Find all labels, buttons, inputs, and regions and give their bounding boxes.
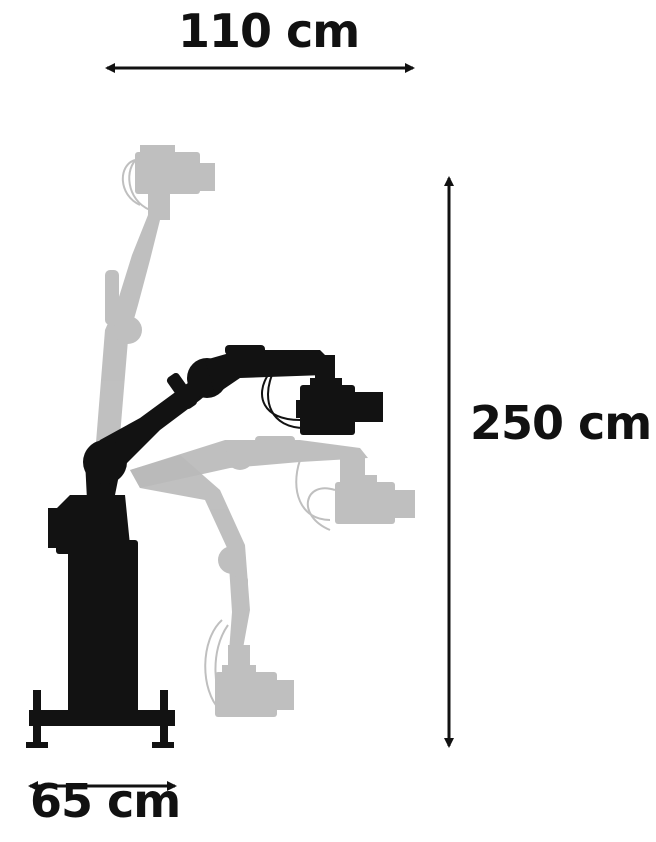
ghost-camera-mid-icon: [295, 459, 415, 531]
ghost-pose-low: [130, 455, 294, 717]
pedestal: [68, 545, 138, 715]
reach-width-label: 110 cm: [178, 4, 360, 58]
robot-arm-main: [26, 345, 383, 748]
base-plate: [29, 710, 175, 726]
ghost-camera-top-icon: [121, 145, 215, 211]
max-height-label: 250 cm: [470, 396, 652, 450]
ghost-camera-low-icon: [204, 619, 294, 717]
cinema-camera-icon: [296, 378, 383, 435]
ghost-pose-up: [95, 145, 215, 460]
base-width-label: 65 cm: [30, 774, 181, 828]
